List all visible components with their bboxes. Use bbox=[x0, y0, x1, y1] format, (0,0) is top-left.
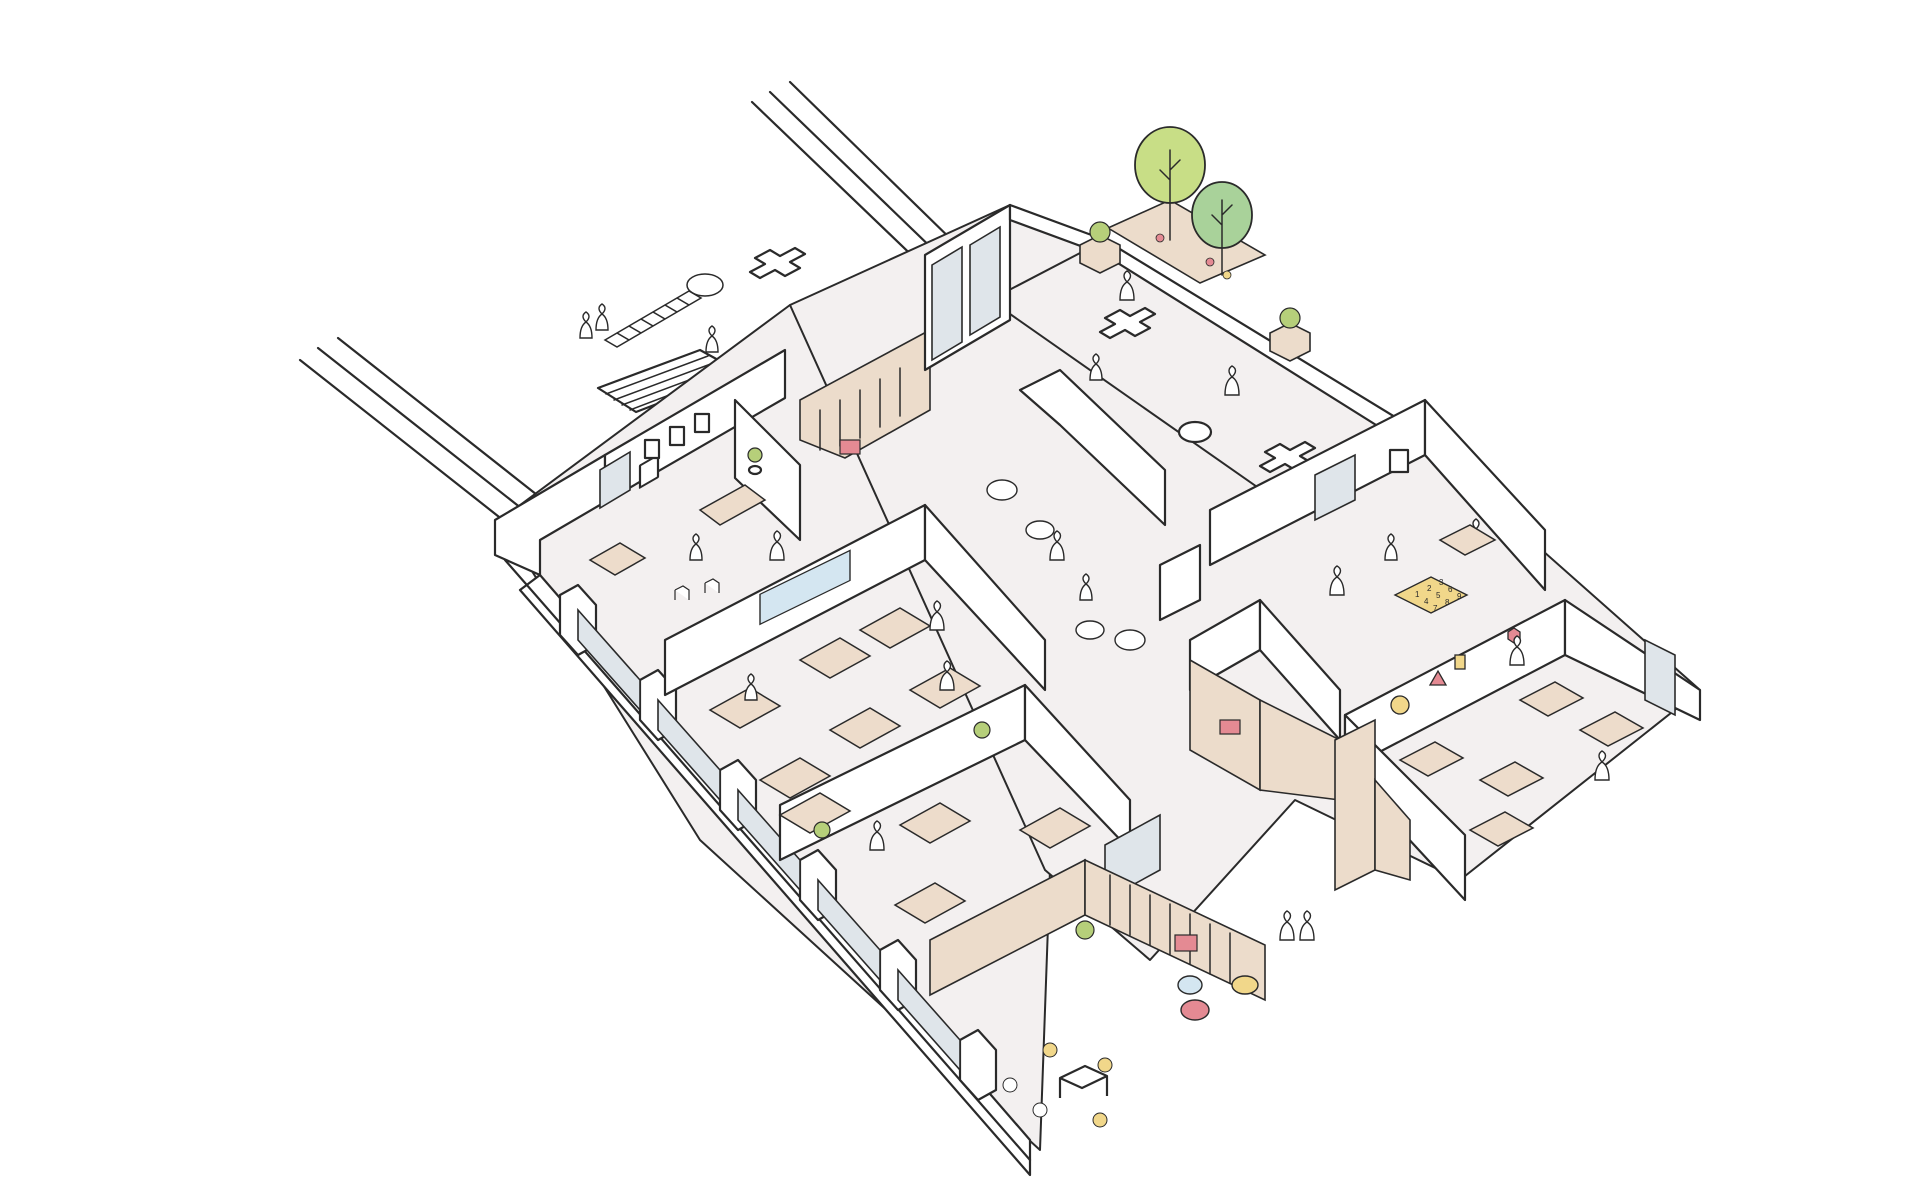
person-icon bbox=[705, 325, 719, 353]
person-icon bbox=[769, 530, 785, 561]
person-icon bbox=[1049, 530, 1065, 561]
storage-shelf-top bbox=[799, 203, 1012, 459]
classroom-top-right: 1 2 3 4 5 6 7 8 9 bbox=[1208, 398, 1547, 614]
person-icon bbox=[744, 673, 758, 701]
plant-icon bbox=[747, 464, 763, 476]
plant-icon bbox=[1089, 221, 1111, 243]
classroom-lower-left bbox=[778, 683, 1161, 924]
board-digit: 8 bbox=[1445, 598, 1450, 607]
table bbox=[1058, 1064, 1109, 1098]
room-top-left bbox=[588, 348, 802, 600]
person-icon bbox=[1509, 635, 1525, 666]
tree-icon bbox=[1134, 126, 1206, 241]
beanbag-icon bbox=[1180, 999, 1210, 1021]
red-panel bbox=[1174, 934, 1198, 952]
yellow-rect-wall bbox=[1454, 654, 1466, 670]
wall-picture bbox=[638, 453, 660, 489]
person-icon bbox=[929, 600, 945, 631]
board-digit: 2 bbox=[1427, 584, 1432, 593]
tree-icon bbox=[1191, 181, 1253, 276]
person-icon bbox=[595, 303, 609, 331]
board-digit: 3 bbox=[1439, 578, 1444, 587]
plant-icon bbox=[1279, 307, 1301, 329]
person-icon bbox=[1279, 910, 1295, 941]
classroom-middle-left bbox=[663, 503, 1047, 799]
board-digit: 9 bbox=[1457, 592, 1462, 601]
person-icon bbox=[1594, 750, 1610, 781]
board-digit: 6 bbox=[1448, 585, 1453, 594]
plant-icon bbox=[813, 821, 831, 839]
person-icon bbox=[939, 660, 955, 691]
wall-frame bbox=[668, 425, 686, 447]
chalkboard bbox=[759, 549, 851, 626]
person-icon bbox=[869, 820, 885, 851]
beanbag-icon bbox=[1114, 629, 1146, 651]
storage-shelf-bottom bbox=[929, 858, 1266, 1002]
roof-terrace bbox=[1008, 126, 1402, 474]
person-icon bbox=[1119, 270, 1135, 301]
board-digit: 7 bbox=[1433, 604, 1438, 613]
chair-icon bbox=[674, 585, 690, 600]
small-room-center-right bbox=[1188, 598, 1411, 892]
red-panel bbox=[839, 439, 861, 455]
person-icon bbox=[579, 311, 593, 339]
plant-icon bbox=[1075, 920, 1095, 940]
lower-play-area bbox=[1002, 910, 1315, 1128]
beanbag-icon bbox=[986, 479, 1018, 501]
yellow-circle-wall bbox=[1390, 695, 1410, 715]
person-icon bbox=[1079, 573, 1093, 601]
planter bbox=[1106, 199, 1267, 284]
person-icon bbox=[1299, 910, 1315, 941]
board-digit: 4 bbox=[1424, 597, 1429, 606]
person-icon bbox=[1224, 365, 1240, 396]
beanbag-icon bbox=[1231, 975, 1259, 995]
person-icon bbox=[1089, 353, 1103, 381]
chair-icon bbox=[704, 578, 720, 593]
beanbag-icon bbox=[1177, 975, 1203, 995]
wall-frame bbox=[693, 412, 711, 434]
cross-marking-icon bbox=[748, 246, 807, 280]
central-corridor bbox=[986, 368, 1202, 651]
round-table bbox=[1177, 420, 1213, 444]
red-triangle-wall bbox=[1428, 669, 1448, 686]
number-board: 1 2 3 4 5 6 7 8 9 bbox=[1393, 576, 1469, 614]
hopscotch-icon bbox=[603, 273, 724, 348]
person-icon bbox=[1384, 533, 1398, 561]
board-digit: 5 bbox=[1436, 591, 1441, 600]
plant-icon bbox=[973, 721, 991, 739]
wall-frame bbox=[1388, 448, 1410, 474]
red-panel bbox=[1219, 719, 1241, 735]
beanbag-icon bbox=[1025, 520, 1055, 540]
board-digit: 1 bbox=[1415, 590, 1420, 599]
beanbag-icon bbox=[1075, 620, 1105, 640]
cross-marking-icon bbox=[1098, 306, 1157, 340]
outer-walls bbox=[493, 453, 1032, 1177]
plant-icon bbox=[747, 447, 763, 463]
wall-frame bbox=[643, 438, 661, 460]
person-icon bbox=[689, 533, 703, 561]
person-icon bbox=[1329, 565, 1345, 596]
